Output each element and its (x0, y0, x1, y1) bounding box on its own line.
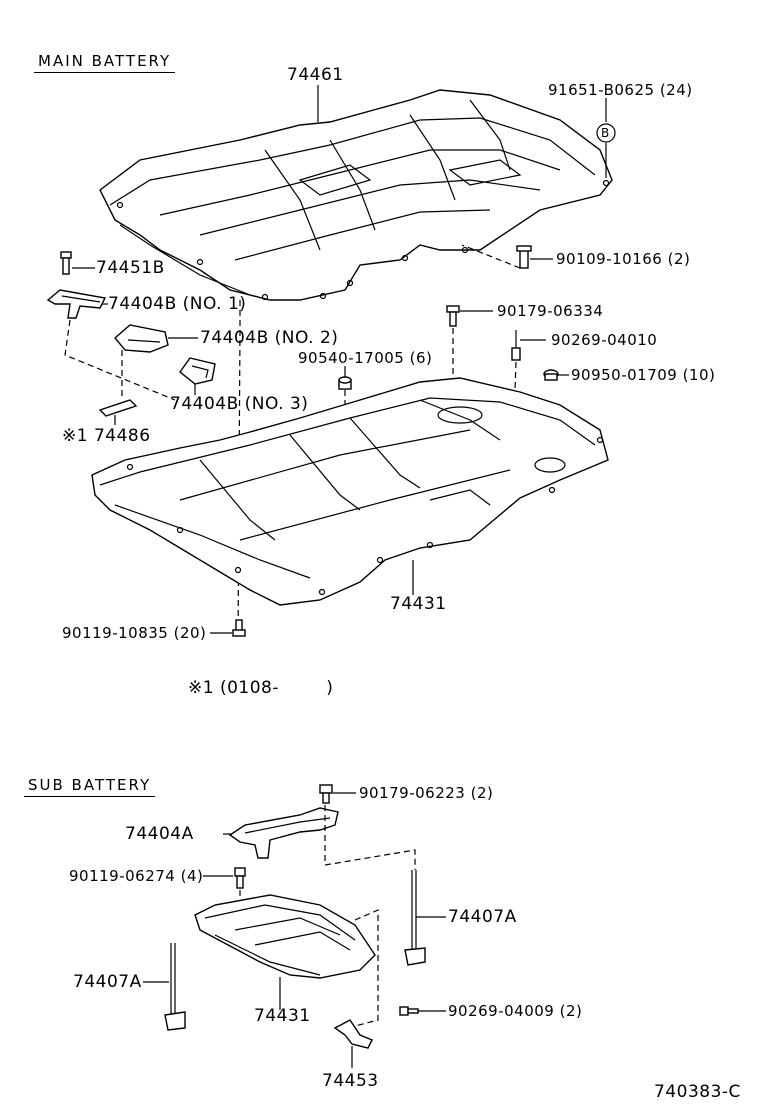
label-90109: 90109-10166 (2) (556, 250, 691, 268)
bolt-74451b-drawing (60, 251, 72, 275)
label-74486: ※1 74486 (62, 426, 151, 446)
diagram-code: 740383-C (654, 1082, 741, 1102)
bolt-90119-10835-drawing (232, 619, 246, 637)
section-title-main: MAIN BATTERY (34, 52, 176, 73)
bracket-no3-drawing (179, 357, 216, 385)
label-90119-06274: 90119-06274 (4) (69, 867, 204, 885)
label-74451b: 74451B (96, 258, 165, 278)
label-74404a: 74404A (125, 824, 194, 844)
label-74461: 74461 (287, 65, 344, 85)
circle-b-marker: B (601, 126, 610, 140)
sub-bolt-90269-drawing (399, 1006, 419, 1016)
sub-screw-90179-drawing (319, 784, 333, 804)
sub-rod-left-drawing (164, 943, 186, 1031)
screw-90179-drawing (446, 305, 460, 327)
sub-bracket-74404a-drawing (228, 807, 339, 859)
note-serial-range: ※1 (0108- ) (188, 678, 334, 698)
label-74453: 74453 (322, 1071, 379, 1091)
bracket-no1-drawing (46, 289, 107, 319)
sub-bolt-90119-drawing (234, 867, 246, 889)
label-74407a-right: 74407A (448, 907, 517, 927)
lower-tray-drawing (91, 377, 609, 606)
label-74404b-no2: 74404B (NO. 2) (200, 328, 339, 348)
label-74431-main: 74431 (390, 594, 447, 614)
label-74404b-no1: 74404B (NO. 1) (108, 294, 247, 314)
label-91651: 91651-B0625 (24) (548, 81, 693, 99)
pin-90269-drawing (511, 330, 521, 361)
upper-cover-drawing (99, 89, 613, 301)
label-90540: 90540-17005 (6) (298, 349, 433, 367)
label-90269-04009: 90269-04009 (2) (448, 1002, 583, 1020)
label-90950: 90950-01709 (10) (571, 366, 716, 384)
pad-74486-drawing (98, 399, 138, 417)
clip-90540-drawing (338, 376, 352, 390)
label-74407a-left: 74407A (73, 972, 142, 992)
label-74431-sub: 74431 (254, 1006, 311, 1026)
label-90179-06334: 90179-06334 (497, 302, 604, 320)
grommet-90950-drawing (543, 369, 559, 381)
label-90119-10835: 90119-10835 (20) (62, 624, 207, 642)
label-90179-06223: 90179-06223 (2) (359, 784, 494, 802)
bracket-no2-drawing (114, 324, 169, 353)
label-90269-04010: 90269-04010 (551, 331, 658, 349)
bolt-90109-drawing (516, 245, 532, 269)
section-title-sub: SUB BATTERY (24, 776, 156, 797)
label-74404b-no3: 74404B (NO. 3) (170, 394, 309, 414)
sub-bracket-74453-drawing (333, 1019, 373, 1049)
sub-rod-right-drawing (404, 870, 426, 966)
sub-tray-drawing (194, 894, 376, 979)
